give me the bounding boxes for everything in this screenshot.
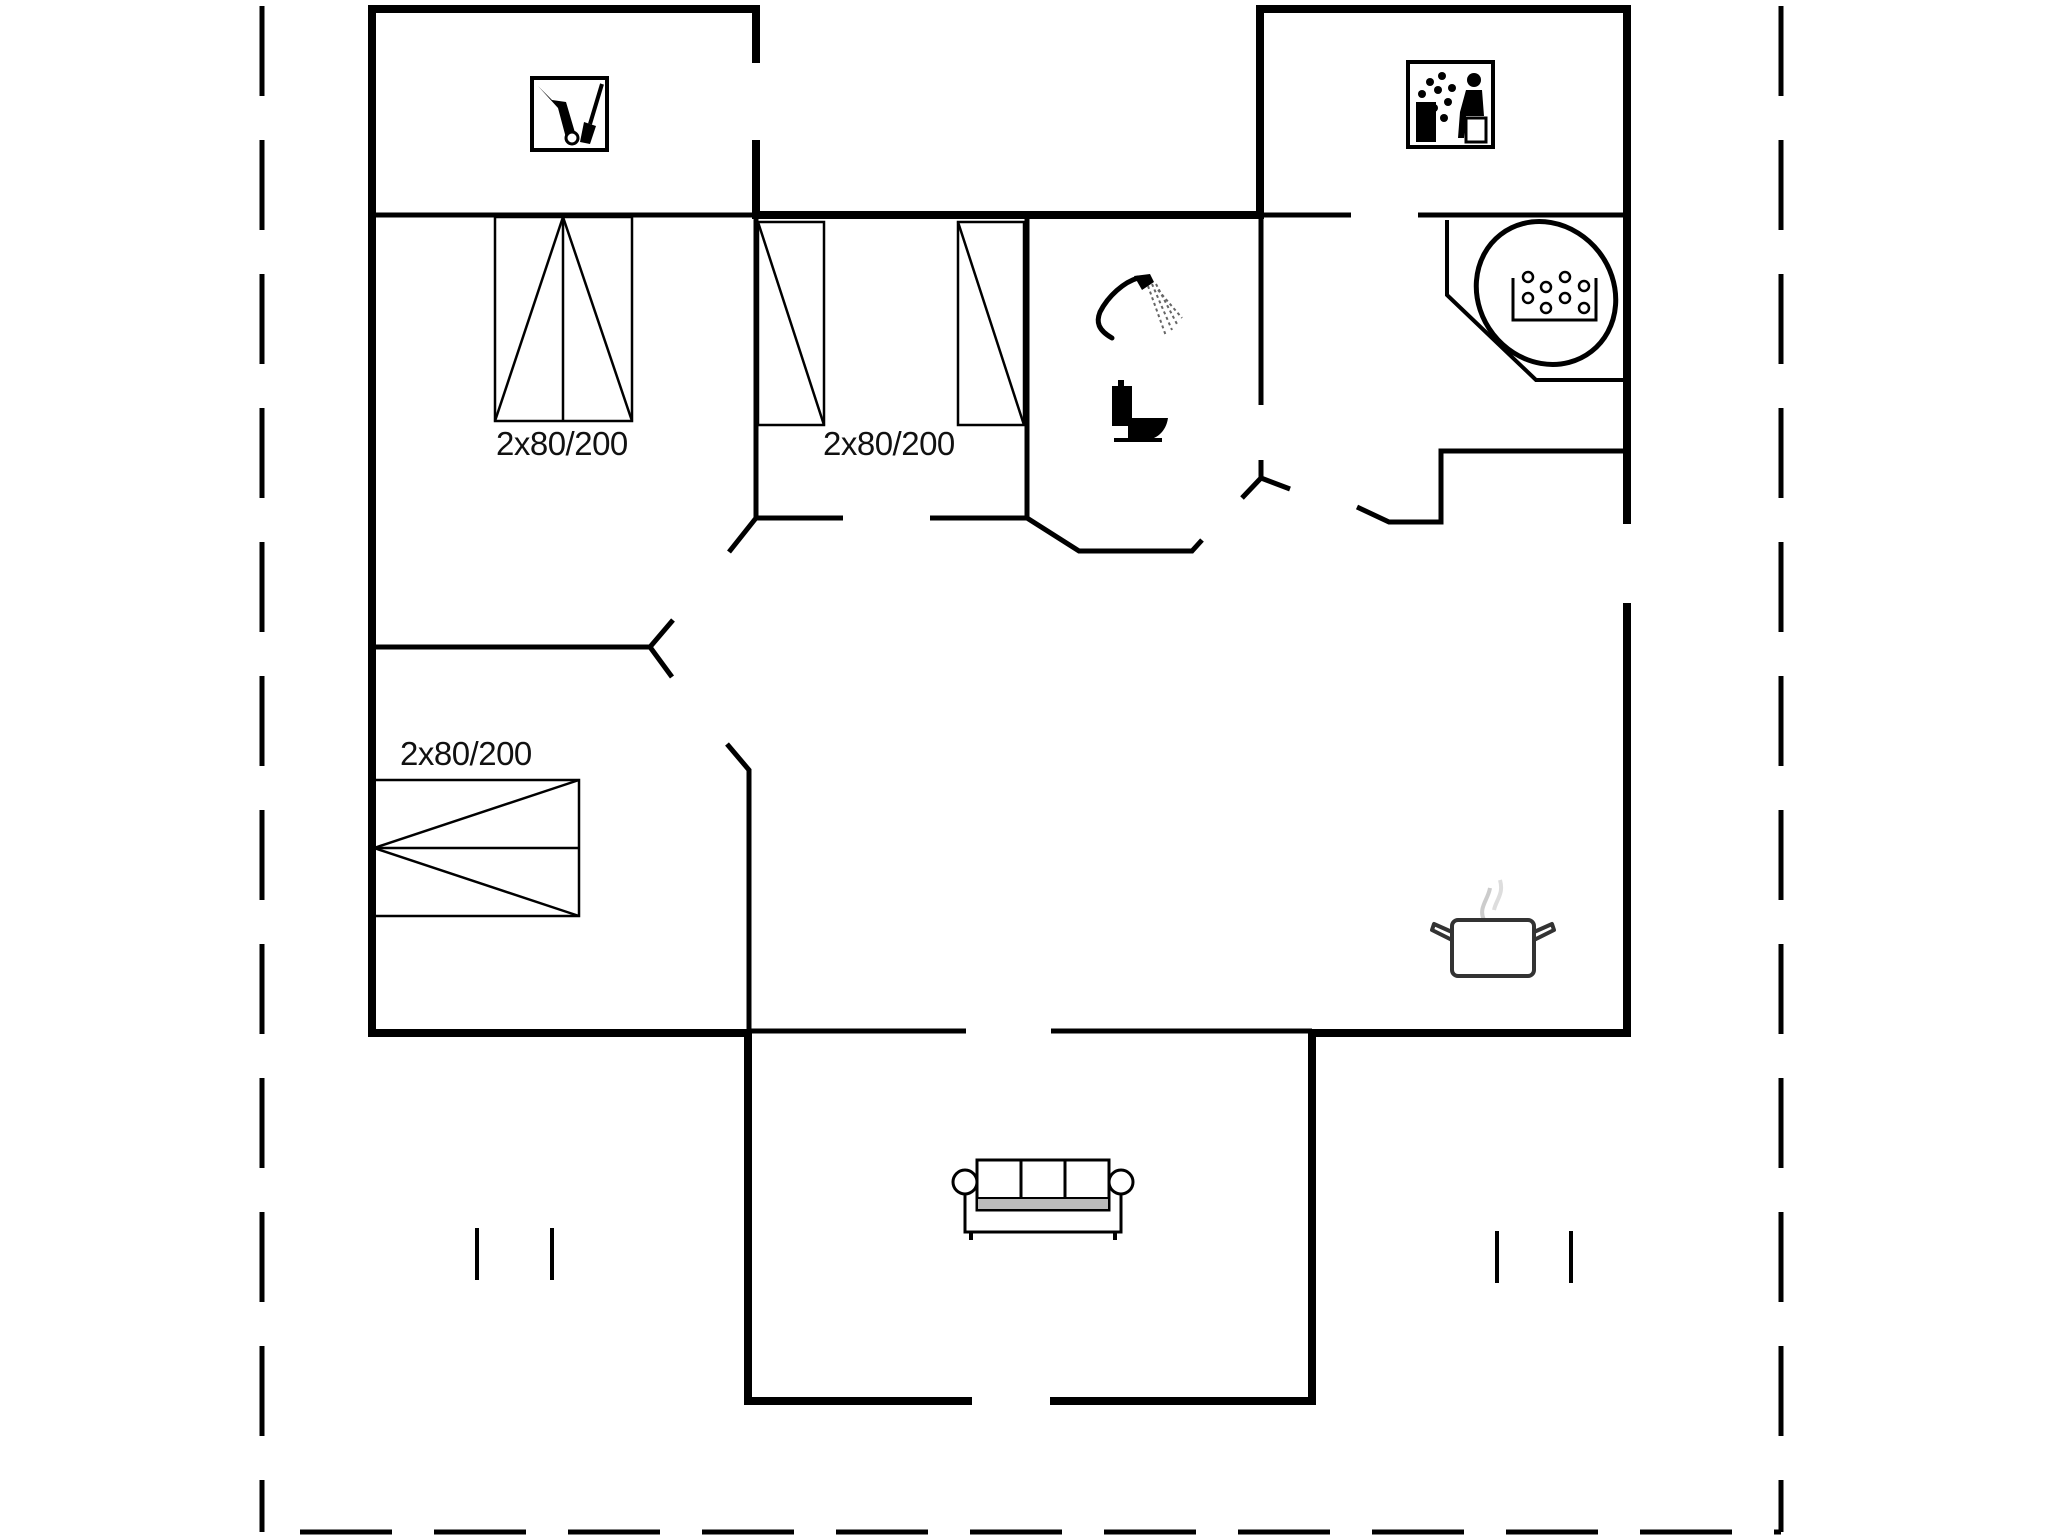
bed-1-label: 2x80/200 bbox=[496, 425, 628, 462]
cooking-pot-icon bbox=[1430, 879, 1556, 978]
toilet-icon bbox=[1112, 380, 1168, 442]
terrace-marks bbox=[475, 1228, 1573, 1283]
interior-walls bbox=[372, 212, 1627, 1034]
bed-1 bbox=[493, 215, 634, 423]
bed-2 bbox=[756, 220, 1026, 427]
sauna-icon bbox=[1406, 60, 1495, 149]
shower-icon bbox=[1095, 274, 1183, 341]
exterior-walls bbox=[368, 5, 1631, 1405]
sofa-icon bbox=[951, 1158, 1135, 1240]
whirlpool-bathtub-icon bbox=[1445, 219, 1627, 382]
bed-3 bbox=[372, 778, 581, 918]
broom-cleaning-icon bbox=[530, 76, 609, 152]
bed-2-label: 2x80/200 bbox=[823, 425, 955, 462]
bed-3-label: 2x80/200 bbox=[400, 735, 532, 772]
property-boundary bbox=[259, 6, 1784, 1535]
